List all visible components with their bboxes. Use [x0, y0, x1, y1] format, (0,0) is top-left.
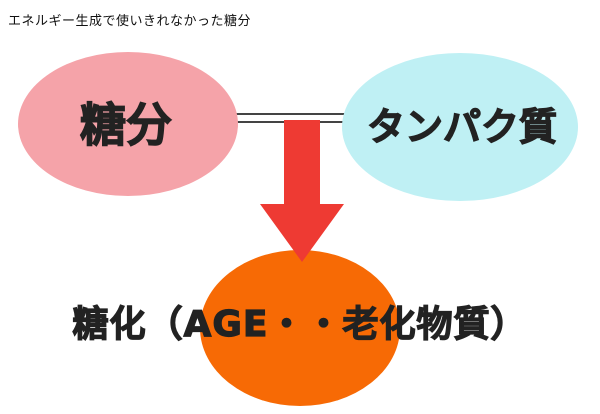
- diagram-caption: エネルギー生成で使いきれなかった糖分: [8, 14, 252, 29]
- sugar-label: 糖分: [80, 98, 172, 152]
- result-label: 糖化（AGE・・老化物質）: [72, 303, 528, 345]
- down-arrow: [260, 120, 344, 262]
- protein-node-ellipse: [342, 53, 578, 201]
- protein-label: タンパク質: [367, 105, 557, 149]
- result-node-ellipse: [200, 250, 400, 406]
- sugar-node-ellipse: [18, 52, 238, 196]
